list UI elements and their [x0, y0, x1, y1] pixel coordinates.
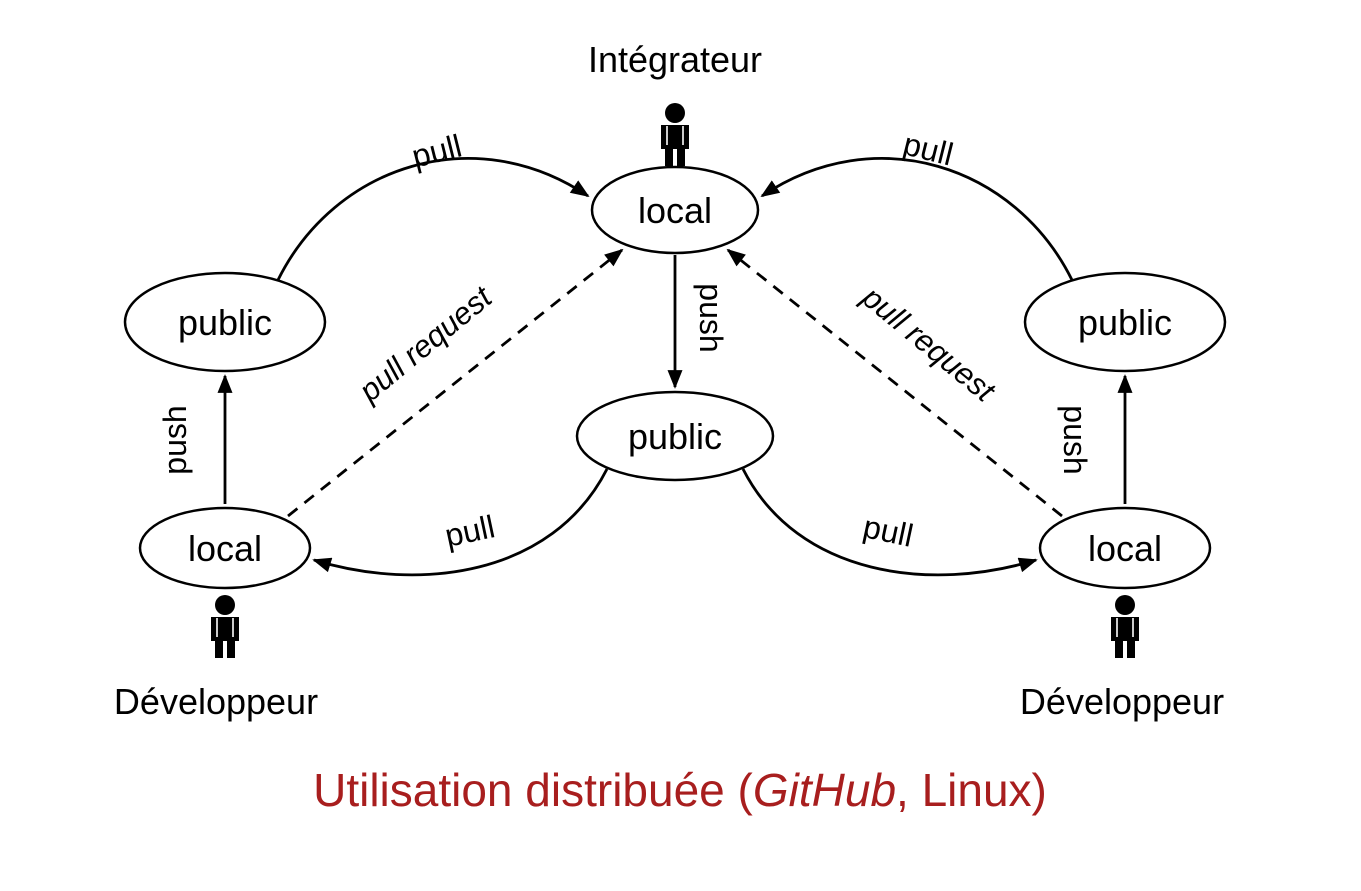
node-label-left-public: public: [178, 302, 272, 343]
edge-pull-request-right: [726, 248, 1063, 518]
edge-label-pull-top-right: pull: [900, 126, 957, 173]
edge-label-pull-top-left: pull: [408, 128, 465, 175]
person-icon-developer-right: [1110, 594, 1140, 659]
caption-prefix: Utilisation distribuée (: [313, 764, 753, 816]
edge-label-push-right: push: [1057, 405, 1093, 474]
edge-pull-top-left: [276, 157, 590, 281]
person-icon-integrator: [660, 102, 690, 167]
caption-emphasis: GitHub: [753, 764, 896, 816]
actor-label-integrator: Intégrateur: [588, 39, 762, 80]
actor-label-developer-left: Développeur: [114, 681, 318, 722]
edge-label-pull-bottom-right: pull: [860, 508, 916, 554]
node-top-local: [590, 165, 760, 255]
edge-pull-top-right: [760, 157, 1074, 281]
node-center-public: [575, 390, 775, 482]
edge-label-pull-bottom-left: pull: [442, 508, 498, 554]
actor-label-developer-right: Développeur: [1020, 681, 1224, 722]
edge-label-push-center: push: [693, 283, 729, 352]
person-icon-developer-left: [210, 594, 240, 659]
edge-label-pull-request-right: pull request: [855, 279, 1003, 409]
edge-label-push-left: push: [157, 405, 193, 474]
node-label-top-local: local: [638, 190, 712, 231]
caption: Utilisation distribuée (GitHub, Linux): [313, 764, 1047, 816]
node-left-public: [123, 271, 327, 373]
node-label-bottom-right-local: local: [1088, 528, 1162, 569]
edge-pull-request-left: [287, 248, 624, 518]
edge-pull-bottom-right: [741, 468, 1038, 577]
node-label-right-public: public: [1078, 302, 1172, 343]
node-bottom-right-local: [1038, 506, 1212, 590]
node-label-center-public: public: [628, 416, 722, 457]
edge-label-pull-request-left: pull request: [352, 279, 500, 409]
edge-pull-bottom-left: [312, 468, 609, 577]
node-right-public: [1023, 271, 1227, 373]
node-label-bottom-left-local: local: [188, 528, 262, 569]
caption-suffix: , Linux): [896, 764, 1047, 816]
node-bottom-left-local: [138, 506, 312, 590]
